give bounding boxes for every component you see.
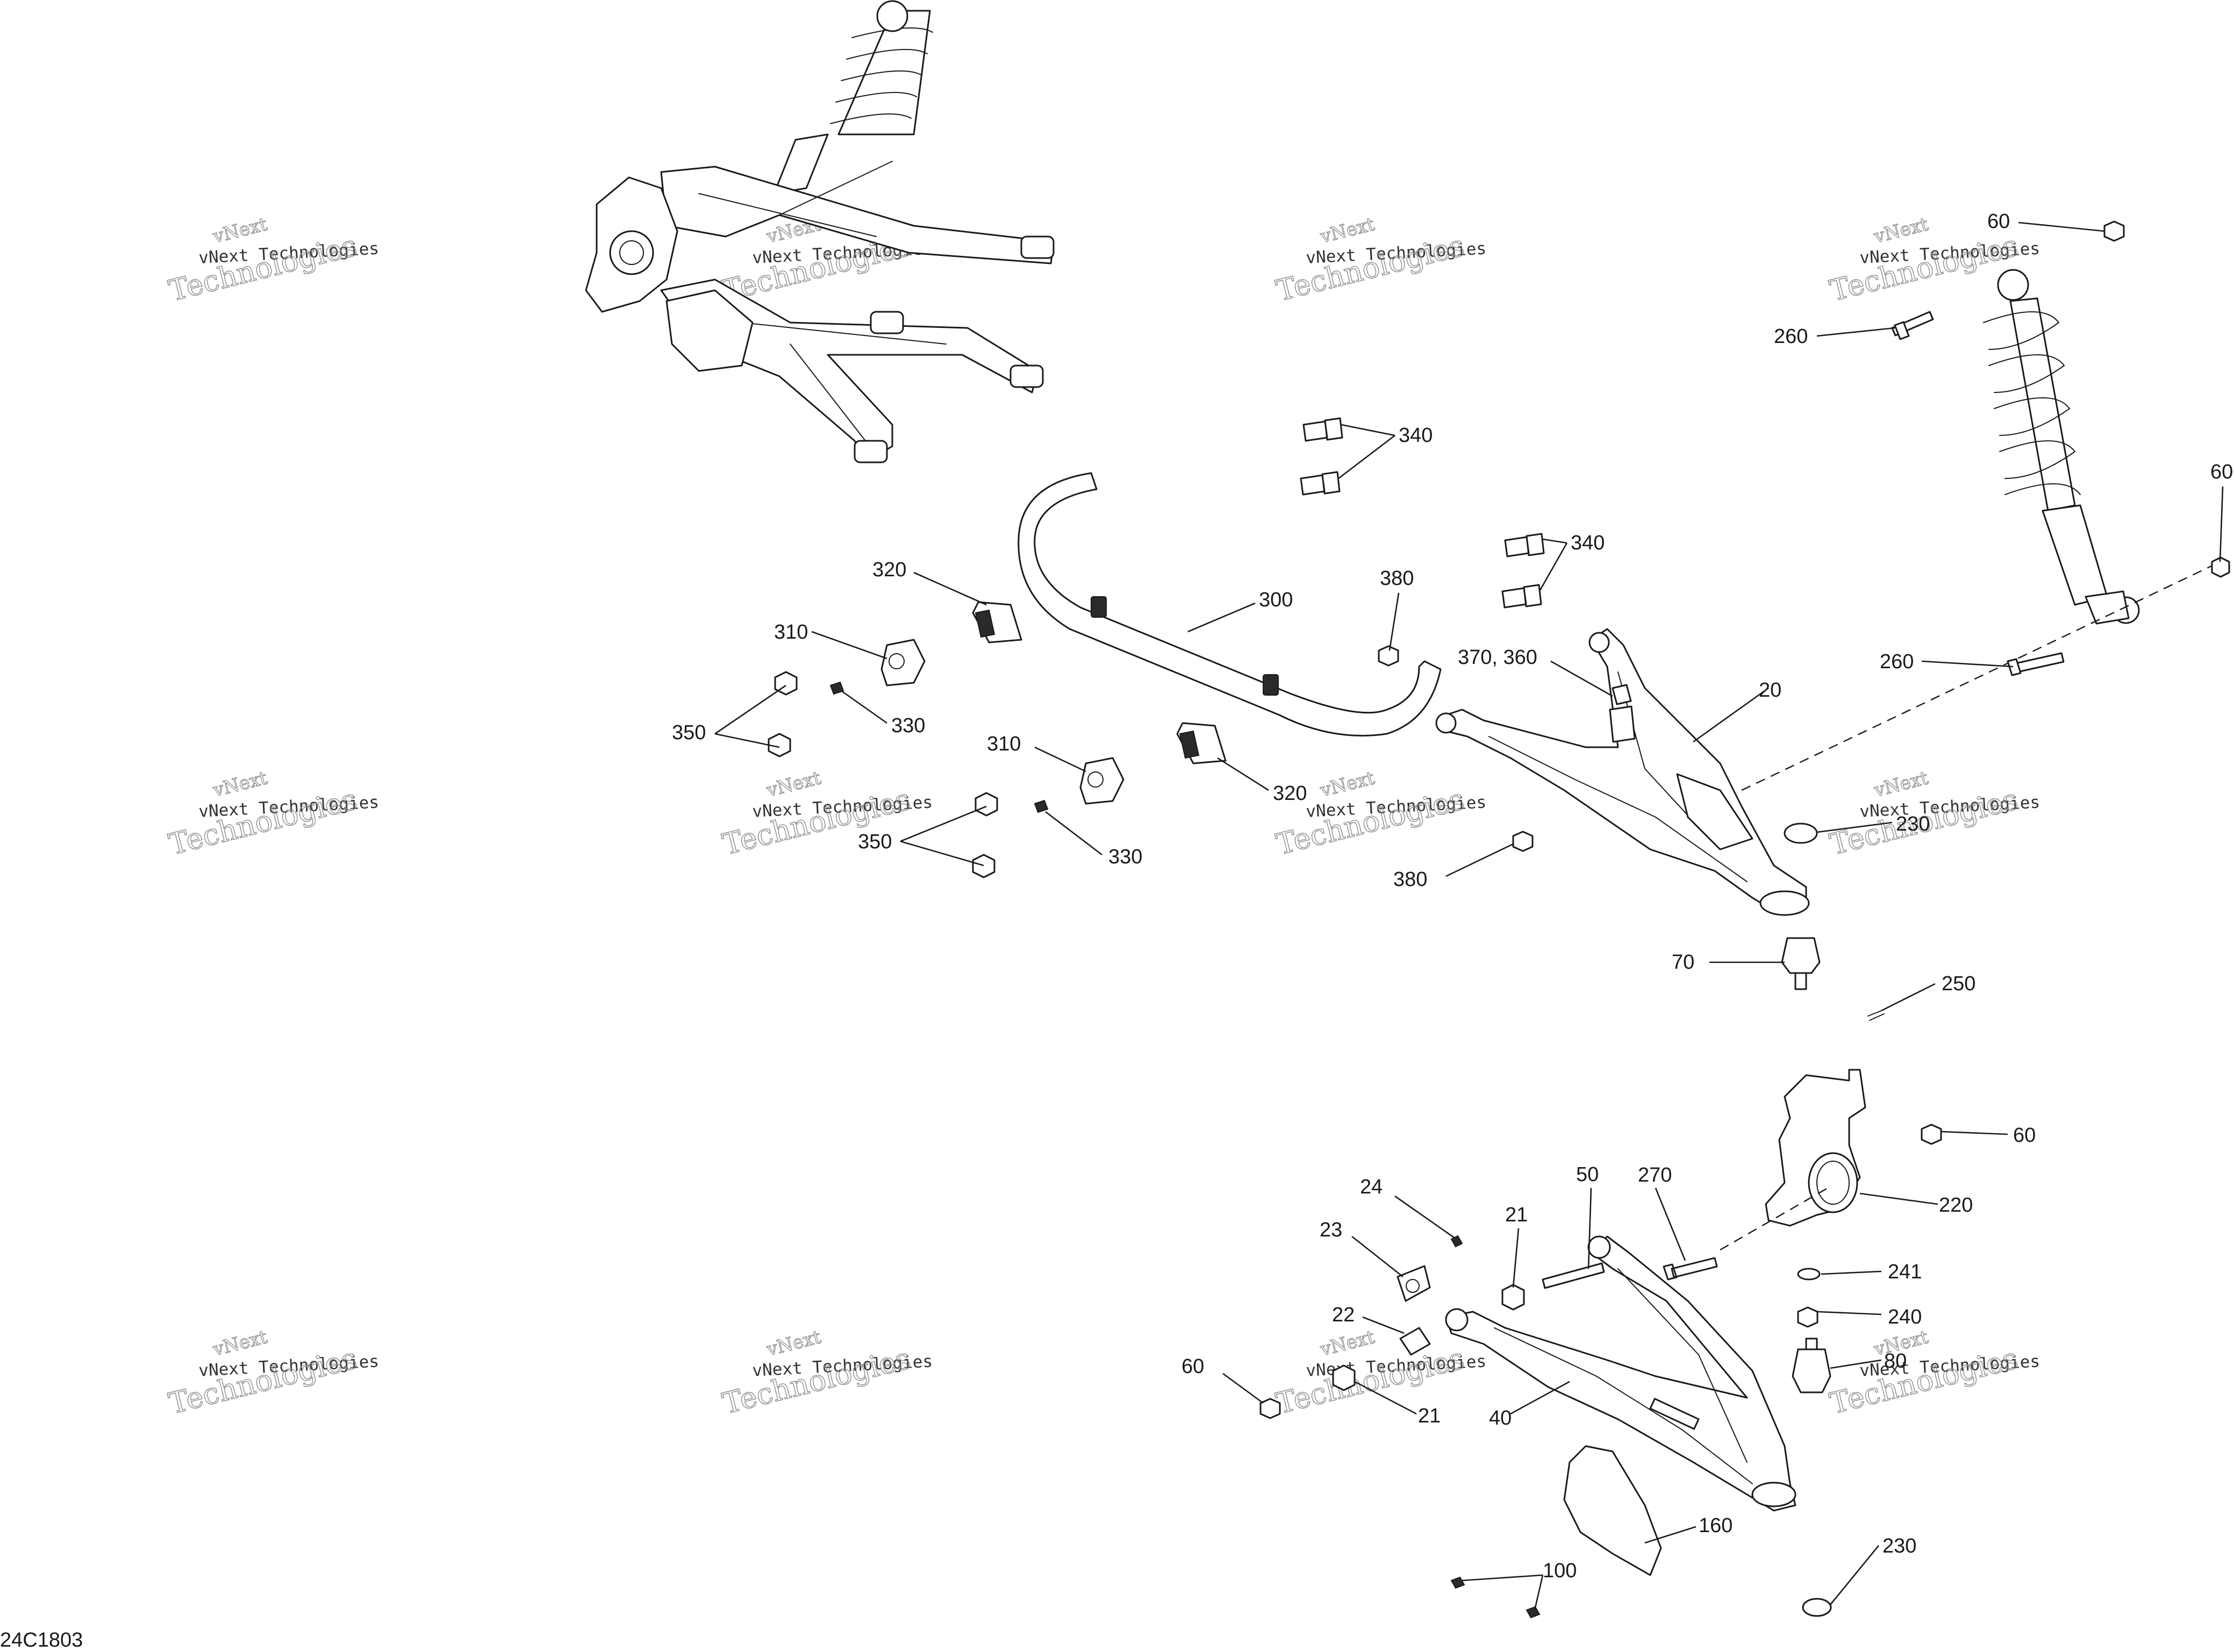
watermark: vNext vNext Technologies Technologies: [1826, 1326, 2040, 1421]
callout-24: 24: [1360, 1176, 1383, 1198]
callout-230: 230: [1882, 1535, 1916, 1557]
watermark: vNext vNext Technologies Technologies: [1272, 213, 1487, 309]
svg-text:Technologies: Technologies: [1827, 1341, 2021, 1421]
overview-upper-a-arm: [660, 166, 1055, 264]
callout-350: 350: [672, 721, 706, 744]
shock-absorber-part: [1983, 269, 2140, 625]
callout-23: 23: [1320, 1219, 1342, 1241]
svg-text:vNext: vNext: [1318, 767, 1377, 802]
stabilizer-bar-part: [1018, 472, 1442, 736]
lower-hardware: [1332, 1235, 1832, 1619]
svg-text:Technologies: Technologies: [719, 1341, 914, 1421]
ring-230-upper: [1784, 823, 1818, 844]
watermark: vNext vNext Technologies Technologies: [1826, 767, 2040, 862]
knuckle-220-part: [1765, 1069, 1866, 1227]
shock-axis-dashline: [1741, 563, 2215, 791]
callout-60: 60: [2013, 1124, 2036, 1147]
callout-320: 320: [872, 559, 906, 581]
clamp-310-upper: [880, 639, 926, 686]
overview-shock-absorber: [773, 0, 933, 195]
diagram-code: 24C1803: [0, 1629, 83, 1651]
lower-a-arm-part: [1445, 1235, 1796, 1512]
callout-80: 80: [1884, 1350, 1907, 1372]
callout-310: 310: [987, 733, 1021, 755]
callout-60: 60: [1182, 1355, 1204, 1378]
lower-arm-axis-dashline: [1720, 1187, 1828, 1251]
svg-text:vNext: vNext: [764, 1326, 824, 1361]
callout-100: 100: [1543, 1560, 1577, 1582]
small-hardware: [768, 220, 2230, 1419]
overview-lower-a-arm: [660, 278, 1039, 463]
callout-250: 250: [1942, 972, 1975, 995]
callout-labels: 60 260 340 60 340 380 320 300 310 330 35…: [672, 210, 2233, 1582]
callout-160: 160: [1699, 1514, 1732, 1537]
bushing-320-upper: [972, 601, 1022, 643]
svg-text:vNext: vNext: [1872, 213, 1931, 248]
watermarks: vNext vNext Technologies Technologies vN…: [165, 213, 2040, 1421]
svg-text:vNext: vNext: [764, 767, 824, 802]
svg-text:vNext: vNext: [211, 213, 270, 248]
callout-70: 70: [1672, 951, 1694, 974]
callout-20: 20: [1759, 679, 1781, 702]
callout-370-360: 370, 360: [1458, 646, 1537, 669]
leader-lines: [714, 221, 2224, 1611]
callout-270: 270: [1638, 1164, 1672, 1186]
bushing-320-lower: [1176, 722, 1227, 764]
callout-21: 21: [1505, 1204, 1528, 1226]
watermark: vNext vNext Technologies Technologies: [1272, 1326, 1487, 1421]
callout-21: 21: [1418, 1405, 1441, 1427]
callout-260: 260: [1880, 650, 1914, 673]
watermark: vNext vNext Technologies Technologies: [165, 767, 380, 862]
svg-text:Technologies: Technologies: [166, 228, 360, 308]
callout-310: 310: [774, 621, 808, 643]
callout-350: 350: [858, 831, 892, 853]
callout-300: 300: [1259, 589, 1293, 611]
callout-230: 230: [1896, 813, 1930, 835]
callout-60: 60: [1987, 210, 2010, 233]
svg-text:vNext: vNext: [211, 767, 270, 802]
callout-330: 330: [1108, 846, 1142, 868]
watermark: vNext vNext Technologies Technologies: [165, 213, 380, 309]
svg-text:Technologies: Technologies: [166, 782, 360, 862]
callout-330: 330: [891, 714, 925, 737]
assembly-overview-illustration: [585, 0, 1055, 463]
callout-220: 220: [1939, 1194, 1973, 1217]
callout-340: 340: [1571, 532, 1605, 554]
watermark: vNext vNext Technologies Technologies: [1272, 767, 1487, 862]
svg-text:vNext: vNext: [1318, 1326, 1377, 1361]
svg-text:vNext: vNext: [1318, 213, 1377, 248]
callout-320: 320: [1273, 782, 1307, 805]
callout-260: 260: [1774, 325, 1808, 348]
callout-240: 240: [1888, 1306, 1922, 1328]
watermark: vNext vNext Technologies Technologies: [719, 767, 933, 862]
upper-a-arm-part: [1435, 628, 1810, 916]
callout-50: 50: [1576, 1163, 1599, 1186]
ball-joint-70: [1781, 937, 1821, 990]
svg-text:Technologies: Technologies: [1827, 228, 2021, 308]
callout-241: 241: [1888, 1261, 1922, 1283]
svg-text:Technologies: Technologies: [166, 1341, 360, 1421]
svg-text:Technologies: Technologies: [1273, 228, 1467, 308]
callout-380: 380: [1380, 567, 1414, 590]
callout-22: 22: [1332, 1304, 1355, 1326]
clamp-310-lower: [1079, 757, 1125, 805]
callout-40: 40: [1489, 1407, 1512, 1429]
watermark: vNext vNext Technologies Technologies: [719, 1326, 933, 1421]
callout-380: 380: [1393, 868, 1427, 891]
svg-text:vNext: vNext: [1872, 767, 1931, 802]
watermark: vNext vNext Technologies Technologies: [165, 1326, 380, 1421]
svg-text:vNext: vNext: [211, 1326, 270, 1361]
callout-60: 60: [2210, 461, 2233, 483]
callout-340: 340: [1399, 424, 1433, 447]
